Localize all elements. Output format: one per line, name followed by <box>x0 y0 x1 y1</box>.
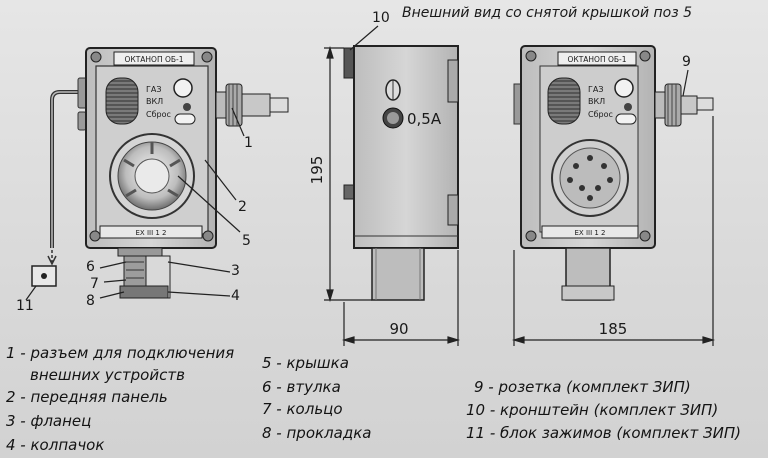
bottom-plate-text: ЕХ III 1 2 <box>136 229 167 237</box>
dim-195: 195 <box>308 156 326 185</box>
vkl-label: ВКЛ <box>146 97 163 106</box>
legend-item-11: 11 - блок зажимов (комплект ЗИП) <box>466 424 741 442</box>
front-view: ОКТАНОП ОБ-1 ГАЗ ВКЛ Сброс ЕХ III 1 2 <box>31 47 289 299</box>
legend-item-6: 6 - втулка <box>262 378 341 396</box>
vkl-label-2: ВКЛ <box>588 97 605 106</box>
dimension-depth <box>341 250 461 346</box>
fuse-label: 0,5А <box>407 110 442 128</box>
callout-6: 6 <box>86 259 95 275</box>
callout-11: 11 <box>16 298 34 314</box>
callout-4: 4 <box>231 288 240 304</box>
bracket <box>343 47 355 79</box>
callout-5: 5 <box>242 233 251 249</box>
legend-item-7: 7 - кольцо <box>262 400 343 418</box>
gas-label: ГАЗ <box>146 85 161 94</box>
bottom-plate-text-2: ЕХ III 1 2 <box>575 229 606 237</box>
legend-item-4: 4 - колпачок <box>6 436 104 454</box>
open-view: ОКТАНОП ОБ-1 ГАЗ ВКЛ Сброс ЕХ III 1 2 <box>513 45 714 301</box>
gas-label-2: ГАЗ <box>588 85 603 94</box>
legend-item-1-cont: внешних устройств <box>30 366 185 384</box>
dimension-height <box>324 45 372 303</box>
callout-1: 1 <box>244 135 253 151</box>
legend-item-3: 3 - фланец <box>6 412 91 430</box>
header-title: Внешний вид со снятой крышкой поз 5 <box>402 5 692 21</box>
dim-185: 185 <box>599 320 628 338</box>
callout-2: 2 <box>238 199 247 215</box>
legend-item-5: 5 - крышка <box>262 354 349 372</box>
sbros-label: Сброс <box>146 110 171 119</box>
legend-item-1: 1 - разъем для подключения <box>6 344 234 362</box>
dim-90: 90 <box>389 320 408 338</box>
legend-item-2: 2 - передняя панель <box>6 388 168 406</box>
callout-9: 9 <box>682 54 691 70</box>
legend: 1 - разъем для подключения внешних устро… <box>6 344 741 454</box>
side-view: 0,5А <box>343 45 459 301</box>
sbros-label-2: Сброс <box>588 110 613 119</box>
nameplate-text: ОКТАНОП ОБ-1 <box>124 55 183 64</box>
callout-10: 10 <box>372 10 390 26</box>
side-housing <box>353 45 459 249</box>
callout-3: 3 <box>231 263 240 279</box>
callout-7: 7 <box>90 276 99 292</box>
legend-item-8: 8 - прокладка <box>262 424 371 442</box>
callout-8: 8 <box>86 293 95 309</box>
legend-item-10: 10 - кронштейн (комплект ЗИП) <box>466 401 718 419</box>
dimension-width <box>511 116 716 346</box>
nameplate-text-2: ОКТАНОП ОБ-1 <box>567 55 626 64</box>
legend-item-9: 9 - розетка (комплект ЗИП) <box>474 378 691 396</box>
